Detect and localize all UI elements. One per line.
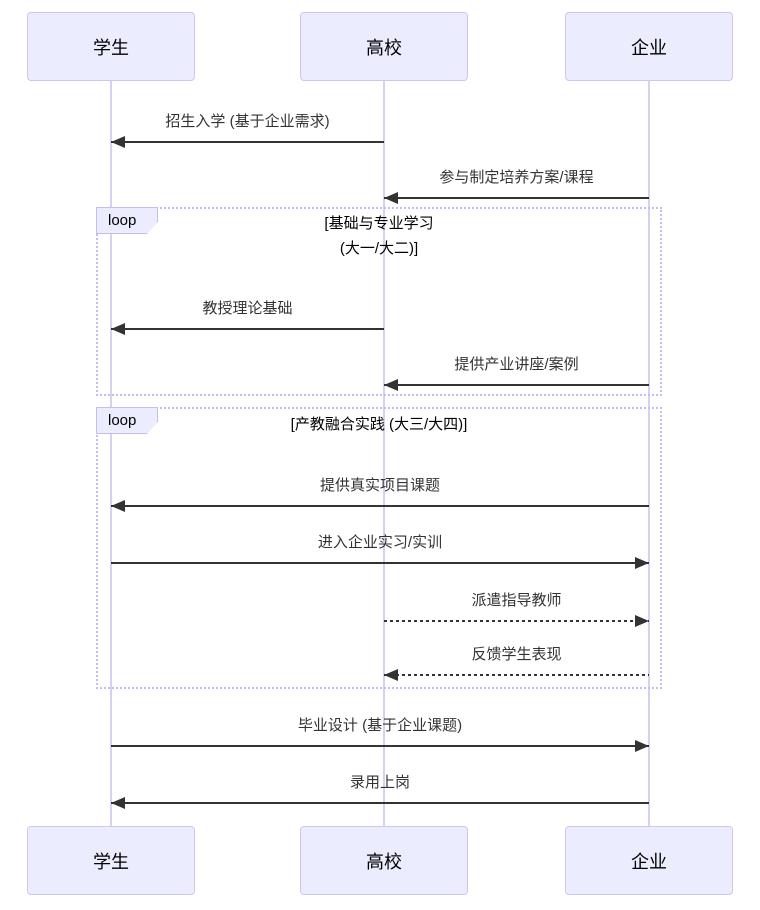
loop-frame-2 [96,407,662,689]
loop-title-2: [产教融合实践 (大三/大四)] [96,412,662,437]
arrowhead-right-icon [635,557,649,569]
loop-title-line: (大一/大二)] [339,240,419,257]
message-arrow [384,197,649,199]
arrowhead-left-icon [384,379,398,391]
arrowhead-left-icon [111,323,125,335]
message-label: 反馈学生表现 [471,646,562,663]
message-arrow [111,141,384,143]
arrowhead-right-icon [635,740,649,752]
loop-label-text: loop [108,212,137,229]
actor-box-university-top: 高校 [300,12,468,81]
actor-box-enterprise-top: 企业 [565,12,733,81]
arrowhead-left-icon [111,797,125,809]
message-arrow [111,328,384,330]
message-label: 录用上岗 [349,774,410,791]
lifeline-student [110,81,112,826]
message-arrow-dotted [384,674,649,676]
lifeline-university [383,81,385,826]
loop-title-line: [基础与专业学习 [324,215,434,232]
message-label: 派遣指导教师 [471,592,562,609]
actor-box-student-bottom: 学生 [27,826,195,895]
message-label: 进入企业实习/实训 [317,534,443,551]
message-arrow [111,745,649,747]
message-label: 毕业设计 (基于企业课题) [297,717,463,734]
arrowhead-left-icon [384,192,398,204]
actor-label: 企业 [631,851,667,872]
message-arrow [384,384,649,386]
loop-title-1: [基础与专业学习 (大一/大二)] [96,211,662,261]
arrowhead-left-icon [111,136,125,148]
actor-label: 企业 [631,37,667,58]
loop-label-text: loop [108,412,137,429]
loop-label-2: loop [96,407,158,434]
message-arrow-dotted [384,620,649,622]
actor-label: 学生 [93,851,129,872]
message-arrow [111,802,649,804]
message-arrow [111,505,649,507]
actor-box-student-top: 学生 [27,12,195,81]
arrowhead-left-icon [384,669,398,681]
actor-box-enterprise-bottom: 企业 [565,826,733,895]
lifeline-enterprise [648,81,650,826]
loop-title-line: [产教融合实践 (大三/大四)] [290,416,468,433]
arrowhead-right-icon [635,615,649,627]
message-label: 招生入学 (基于企业需求) [165,113,330,130]
message-label: 教授理论基础 [202,300,293,317]
loop-label-1: loop [96,207,158,234]
actor-box-university-bottom: 高校 [300,826,468,895]
loop-frame-1 [96,207,662,396]
actor-label: 高校 [366,851,402,872]
message-label: 参与制定培养方案/课程 [439,169,594,186]
message-label: 提供真实项目课题 [319,477,440,494]
actor-label: 学生 [93,37,129,58]
message-arrow [111,562,649,564]
actor-label: 高校 [366,37,402,58]
arrowhead-left-icon [111,500,125,512]
message-label: 提供产业讲座/案例 [454,356,579,373]
